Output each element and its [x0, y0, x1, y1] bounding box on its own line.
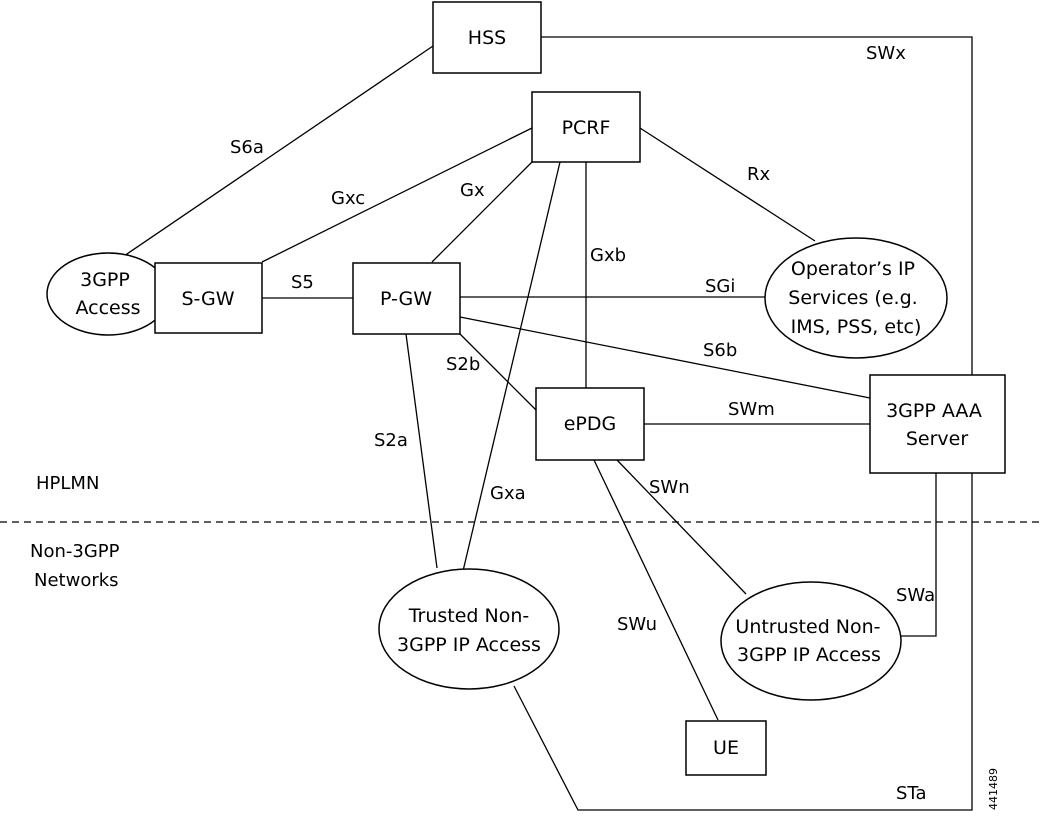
- node-sgw: S-GW: [154, 262, 263, 334]
- iface-sgi-label: SGi: [705, 276, 735, 297]
- link-aaa-untrusted-swa: [901, 473, 937, 637]
- node-untrusted-non-3gpp-access: Untrusted Non- 3GPP IP Access: [720, 581, 902, 701]
- node-3gpp-aaa-server: 3GPP AAA Server: [869, 374, 1006, 474]
- node-ue: UE: [685, 720, 767, 776]
- node-operator-ip-services: Operator’s IP Services (e.g. IMS, PSS, e…: [764, 237, 948, 359]
- iface-swn-label: SWn: [649, 477, 690, 498]
- iface-s6b-label: S6b: [703, 340, 737, 361]
- link-pcrf-sgw-gxc: [261, 127, 533, 263]
- interface-labels: SWx S6a Gxc Gx Rx Gxb S5 SGi S6b S2b SWm…: [230, 43, 935, 804]
- node-trusted-non-3gpp-access-label: Trusted Non- 3GPP IP Access: [397, 605, 541, 656]
- iface-gx-label: Gx: [460, 180, 485, 201]
- iface-swm-label: SWm: [728, 399, 775, 420]
- node-3gpp-aaa-server-label: 3GPP AAA Server: [886, 400, 988, 450]
- region-non-3gpp-networks-label: Non-3GPP Networks: [30, 541, 125, 591]
- node-pcrf-label: PCRF: [562, 117, 611, 139]
- link-epdg-untrusted-swn: [616, 459, 747, 595]
- link-aaa-trusted-sta: [513, 473, 973, 811]
- iface-s2b-label: S2b: [446, 354, 480, 375]
- link-pgw-aaa-s6b: [459, 316, 871, 399]
- iface-sta-label: STa: [896, 783, 926, 804]
- node-pgw-label: P-GW: [380, 288, 432, 310]
- iface-s5-label: S5: [291, 272, 314, 293]
- node-untrusted-non-3gpp-access-label: Untrusted Non- 3GPP IP Access: [735, 616, 886, 666]
- iface-s6a-label: S6a: [230, 137, 264, 158]
- link-pgw-trusted-s2a: [405, 333, 438, 569]
- link-pcrf-operator-rx: [639, 127, 816, 242]
- iface-rx-label: Rx: [747, 164, 771, 185]
- node-sgw-label: S-GW: [181, 288, 234, 310]
- node-hss: HSS: [432, 1, 542, 74]
- node-epdg-label: ePDG: [564, 413, 617, 435]
- node-operator-ip-services-label: Operator’s IP Services (e.g. IMS, PSS, e…: [788, 258, 923, 338]
- node-epdg: ePDG: [535, 387, 645, 461]
- node-3gpp-access-label: 3GPP Access: [75, 269, 140, 319]
- link-pgw-epdg-s2b: [459, 333, 537, 411]
- node-3gpp-access: 3GPP Access: [46, 252, 170, 336]
- link-hss-access-s6a: [123, 45, 434, 257]
- node-ue-label: UE: [713, 737, 739, 759]
- iface-gxa-label: Gxa: [490, 483, 526, 504]
- iface-swu-label: SWu: [617, 614, 657, 635]
- connectors: [0, 36, 1044, 811]
- link-hss-aaa-swx: [541, 36, 973, 376]
- iface-swa-label: SWa: [896, 585, 935, 606]
- iface-gxb-label: Gxb: [590, 245, 626, 266]
- node-trusted-non-3gpp-access: Trusted Non- 3GPP IP Access: [378, 568, 560, 690]
- iface-s2a-label: S2a: [374, 430, 408, 451]
- iface-swx-label: SWx: [866, 43, 906, 64]
- node-pgw: P-GW: [352, 262, 461, 335]
- iface-gxc-label: Gxc: [331, 188, 365, 209]
- link-pcrf-trusted-gxa: [462, 161, 561, 572]
- link-pcrf-pgw-gx: [431, 161, 533, 263]
- node-hss-label: HSS: [468, 27, 506, 49]
- figure-id: 441489: [987, 768, 1000, 810]
- region-hplmn-label: HPLMN: [36, 473, 99, 494]
- link-epdg-ue-swu: [593, 459, 719, 721]
- node-pcrf: PCRF: [531, 91, 641, 163]
